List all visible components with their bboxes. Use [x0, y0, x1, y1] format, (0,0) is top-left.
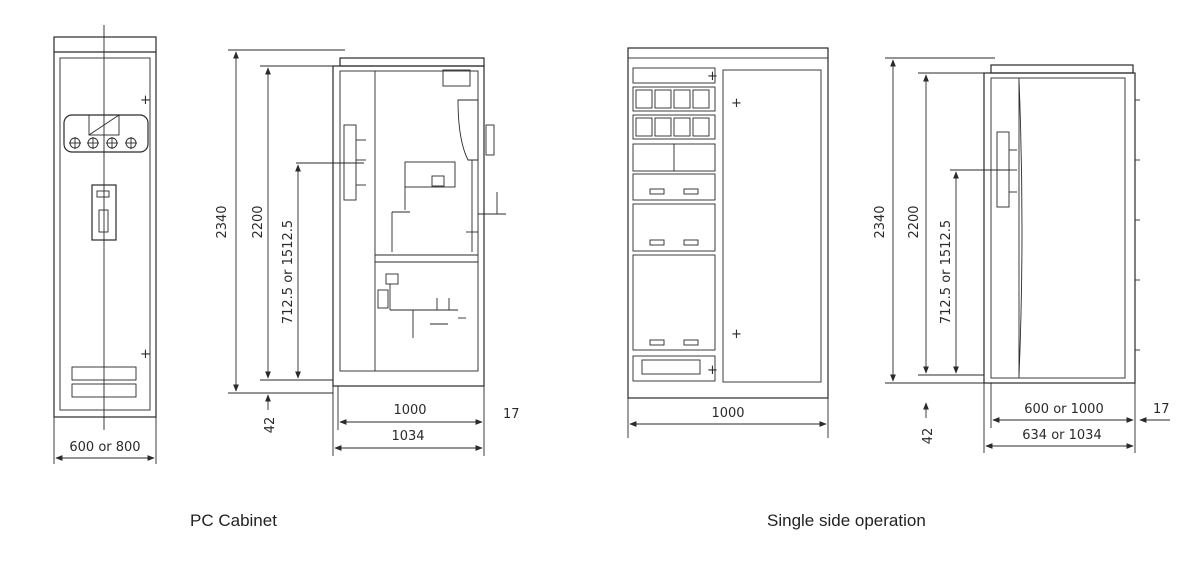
plus-mark: +: [731, 327, 742, 342]
dim-side-margin: 17: [503, 407, 520, 422]
breaker-row-2: [632, 114, 716, 140]
dim-height-mount: 712.5 or 1512.5: [281, 220, 296, 324]
pc-cabinet-side-view: 2340 2200 712.5 or 1512.5 42 1000 1034 1…: [215, 49, 520, 456]
dim-base-offset: 42: [263, 417, 278, 434]
single-side-side-view: 2340 2200 712.5 or 1512.5 42 600 or 1000…: [873, 57, 1170, 453]
plus-mark: +: [140, 93, 151, 108]
dim-side-margin: 17: [1153, 402, 1170, 417]
pc-cabinet-front-view: + + 600 or 800: [53, 25, 157, 464]
plus-mark: +: [707, 363, 718, 378]
plus-mark: +: [707, 69, 718, 84]
dim-height-frame: 2200: [907, 205, 922, 238]
plus-mark: +: [731, 96, 742, 111]
single-side-front-view: + + + + 1000: [627, 47, 829, 438]
dim-height-mount: 712.5 or 1512.5: [939, 220, 954, 324]
dim-depth-outer: 634 or 1034: [1022, 428, 1101, 443]
dim-depth-outer: 1034: [391, 429, 424, 444]
dim-width-front: 1000: [711, 406, 744, 421]
plus-mark: +: [140, 347, 151, 362]
dim-base-offset: 42: [921, 428, 936, 445]
dim-height-total: 2340: [873, 205, 888, 238]
panel-knobs: [69, 137, 137, 149]
dim-depth-inner: 1000: [393, 403, 426, 418]
dim-width-front: 600 or 800: [69, 440, 140, 455]
breaker-row-1: [632, 86, 716, 112]
dim-height-frame: 2200: [251, 205, 266, 238]
caption-single-side: Single side operation: [767, 511, 926, 530]
dim-depth-inner: 600 or 1000: [1024, 402, 1103, 417]
caption-pc-cabinet: PC Cabinet: [190, 511, 277, 530]
dim-height-total: 2340: [215, 205, 230, 238]
